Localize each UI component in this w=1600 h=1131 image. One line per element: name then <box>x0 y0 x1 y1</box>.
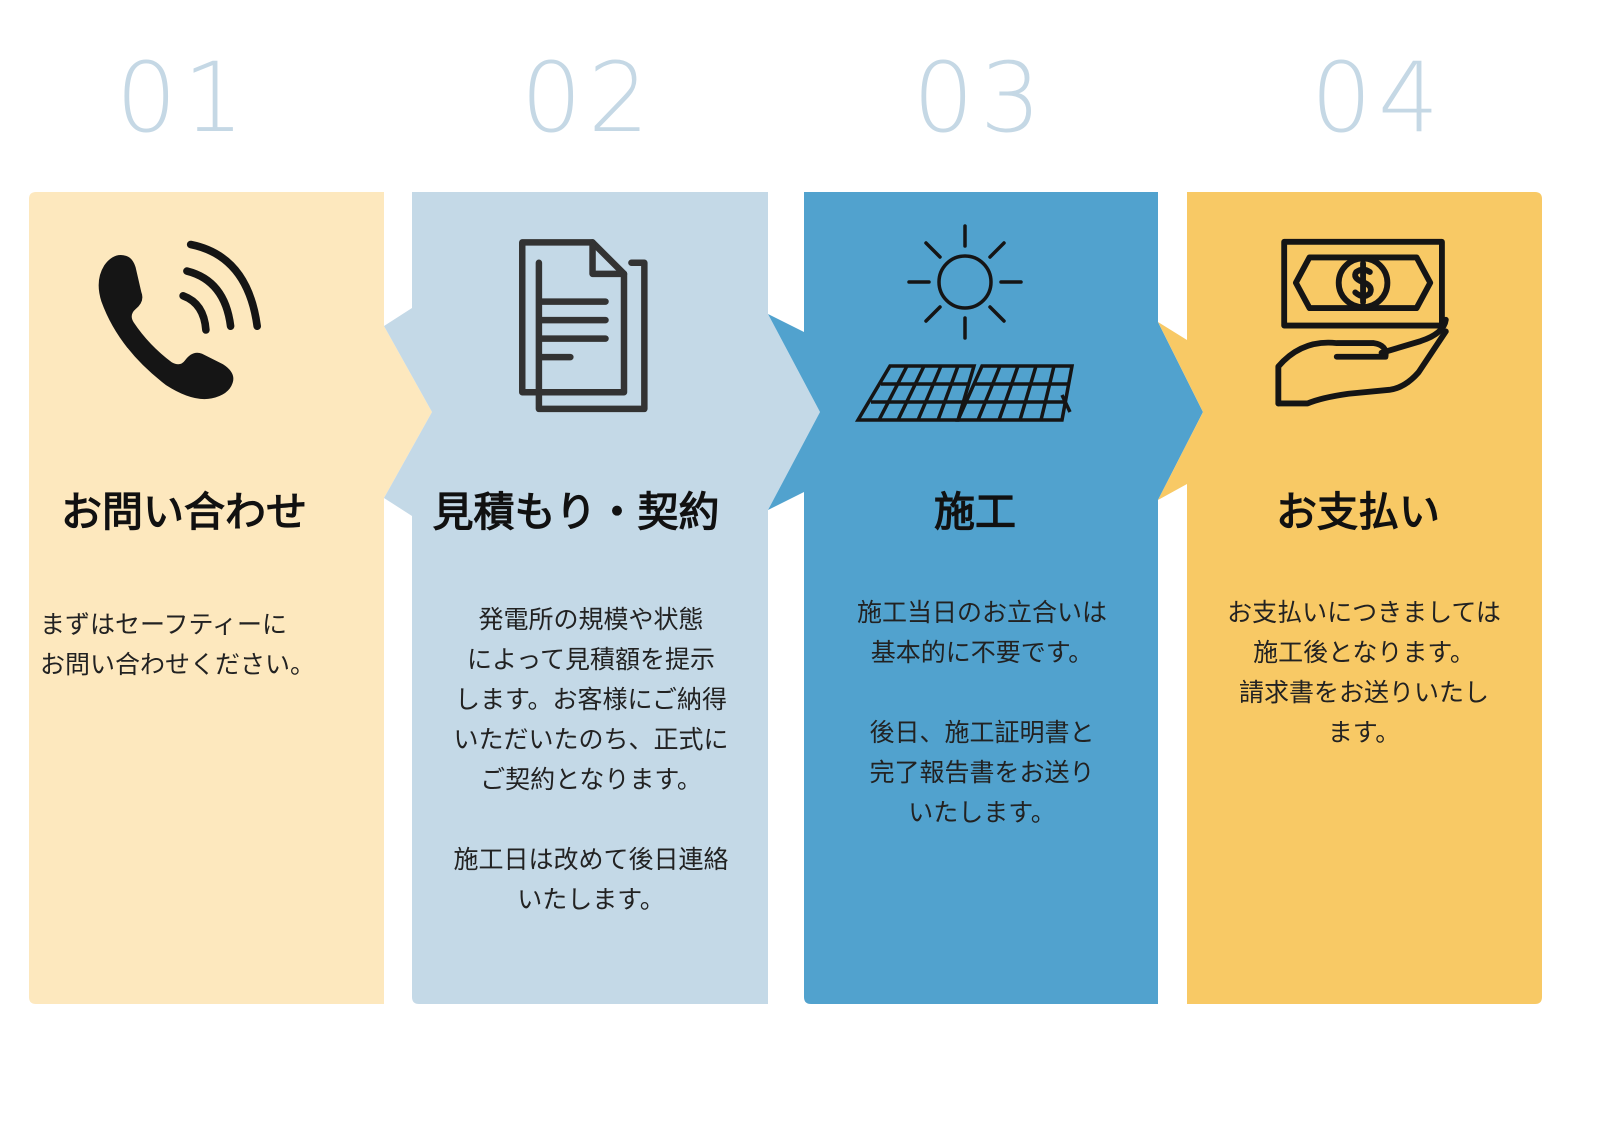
step-number-3: 03 <box>912 42 1048 154</box>
step-number-4: 04 <box>1310 42 1446 154</box>
step-number-1: 01 <box>115 42 251 154</box>
document-icon <box>519 239 648 413</box>
step-title-3: 施工 <box>934 488 1016 536</box>
solar-panel-icon <box>854 224 1075 422</box>
step-description-3: 施工当日のお立合いは 基本的に不要です。 後日、施工証明書と 完了報告書をお送り… <box>856 598 1107 827</box>
step-number-2: 02 <box>520 42 656 154</box>
step-panel-2 <box>384 192 820 1004</box>
step-panel-1 <box>29 192 432 1004</box>
step-title-4: お支払い <box>1276 488 1440 536</box>
step-description-1: まずはセーフティーに お問い合わせください。 <box>40 610 316 679</box>
step-title-2: 見積もり・契約 <box>432 488 720 536</box>
step-panel-4 <box>1158 192 1542 1004</box>
step-panel-3 <box>768 192 1203 1004</box>
step-description-4: お支払いにつきましては 施工後となります。 請求書をお送りいたし ます。 <box>1227 598 1501 747</box>
money-hand-icon <box>1275 238 1449 407</box>
step-description-2: 発電所の規模や状態 によって見積額を提示 します。お客様にご納得 いただいたのち… <box>453 605 729 914</box>
step-title-1: お問い合わせ <box>61 488 307 536</box>
phone-icon <box>98 240 261 400</box>
